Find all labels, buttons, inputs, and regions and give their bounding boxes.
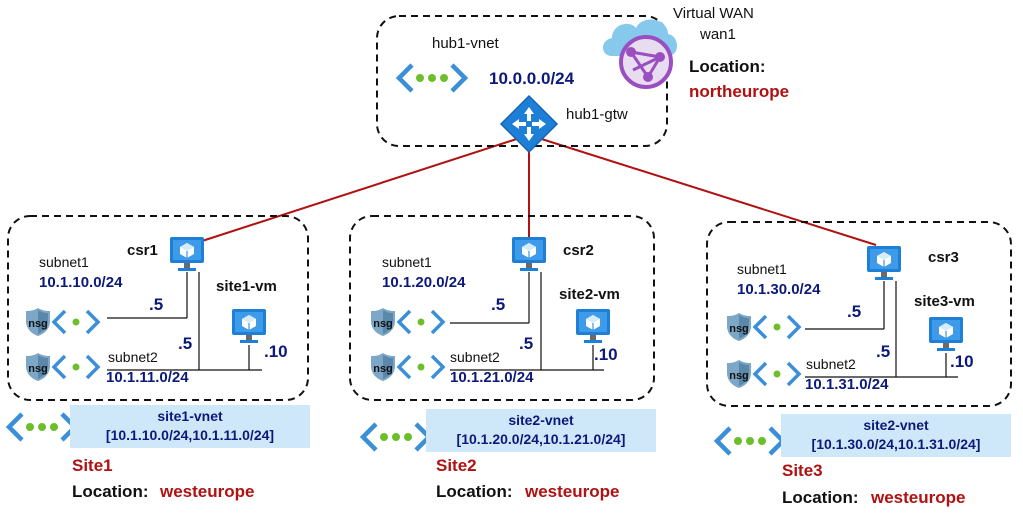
site2-vm-name: site2-vm (559, 286, 620, 303)
site3-router-ip1: .5 (847, 302, 862, 321)
site1-subnet1-cidr: 10.1.10.0/24 (39, 274, 123, 291)
site2-subnet2-cidr: 10.1.21.0/24 (450, 369, 534, 386)
csr1-label: csr1 (127, 242, 158, 259)
site3-label: Site3 (782, 461, 823, 480)
site1-vnet-name: site1-vnet (157, 408, 223, 424)
site3-nsg1-badge: nsg (727, 313, 751, 341)
vwan-name: wan1 (700, 26, 736, 43)
site2-vnet-box: site2-vnet [10.1.20.0/24,10.1.21.0/24] (426, 409, 656, 452)
site1-location-label: Location: (72, 482, 149, 501)
site2-vnet-name: site2-vnet (508, 412, 574, 428)
site1-subnet2-cidr: 10.1.11.0/24 (106, 369, 189, 386)
site3-subnet2-label: subnet2 (806, 356, 856, 372)
site2-nsg1-badge: nsg (371, 308, 395, 336)
hub-location-value: northeurope (689, 82, 790, 101)
site3-subnet2-icon (753, 361, 801, 387)
site2-subnet1-label: subnet1 (382, 254, 432, 270)
site1-subnet2-icon (52, 354, 100, 380)
site2-location-label: Location: (436, 482, 513, 501)
site1-vnet-icon (9, 414, 75, 440)
site3-subnet1-icon (753, 314, 801, 340)
hub-vnet-boundary (376, 15, 668, 147)
csr3-icon (866, 245, 902, 281)
site1-vnet-ranges: [10.1.10.0/24,10.1.11.0/24] (105, 427, 275, 443)
site3-boundary (706, 221, 1012, 407)
site2-router-ip1: .5 (491, 295, 506, 314)
site1-location-value: westeurope (160, 482, 255, 501)
site3-router-ip2: .5 (876, 342, 891, 361)
site1-nsg2-text: nsg (28, 363, 48, 375)
site2-nsg2-text: nsg (373, 363, 393, 375)
site1-router-ip1: .5 (149, 295, 164, 314)
hub-gateway-name: hub1-gtw (566, 106, 628, 123)
site2-vnet-icon (363, 424, 429, 450)
csr2-icon (511, 236, 547, 272)
site3-subnet2-cidr: 10.1.31.0/24 (805, 376, 889, 393)
site1-boundary (7, 215, 309, 401)
site2-vnet-ranges: [10.1.20.0/24,10.1.21.0/24] (456, 431, 626, 447)
link-hub-csr1 (198, 134, 530, 243)
site1-subnet1-icon (52, 309, 100, 335)
site3-vnet-name: site2-vnet (863, 417, 929, 433)
csr3-label: csr3 (928, 249, 959, 266)
csr2-label: csr2 (563, 242, 594, 259)
site2-subnet1-cidr: 10.1.20.0/24 (382, 274, 466, 291)
site2-subnet1-icon (397, 309, 445, 335)
csr1-icon (169, 236, 205, 272)
site3-vnet-box: site2-vnet [10.1.30.0/24,10.1.31.0/24] (781, 414, 1011, 457)
hub-vnet-icon (399, 65, 465, 91)
site1-vm-icon (231, 308, 267, 344)
site3-nsg1-text: nsg (729, 323, 749, 335)
hub-vnet-name: hub1-vnet (432, 35, 499, 52)
site2-location-value: westeurope (525, 482, 620, 501)
site3-vnet-ranges: [10.1.30.0/24,10.1.31.0/24] (811, 436, 981, 452)
site1-vm-ip: .10 (264, 342, 288, 361)
site1-vm-name: site1-vm (216, 278, 277, 295)
site3-subnet1-label: subnet1 (737, 261, 787, 277)
hub-vnet-cidr: 10.0.0.0/24 (489, 69, 575, 88)
site1-nsg1-text: nsg (28, 318, 48, 330)
site3-nsg2-text: nsg (729, 370, 749, 382)
site2-subnet2-label: subnet2 (450, 349, 500, 365)
site3-location-label: Location: (782, 488, 859, 507)
site3-subnet1-cidr: 10.1.30.0/24 (737, 281, 821, 298)
site2-vm-ip: .10 (594, 345, 618, 364)
site1-nsg1-badge: nsg (26, 308, 50, 336)
link-hub-csr3 (528, 134, 877, 246)
site1-label: Site1 (72, 456, 113, 475)
site3-location-value: westeurope (871, 488, 966, 507)
site3-nsg2-badge: nsg (727, 360, 751, 388)
site2-subnet2-icon (397, 354, 445, 380)
site1-nsg2-badge: nsg (26, 353, 50, 381)
site2-nsg2-badge: nsg (371, 353, 395, 381)
site2-vm-icon (575, 308, 611, 344)
site1-subnet2-label: subnet2 (108, 349, 158, 365)
virtual-wan-icon (603, 19, 677, 89)
site3-vm-ip: .10 (950, 352, 974, 371)
site3-vnet-icon (717, 428, 783, 454)
vwan-title: Virtual WAN (673, 5, 754, 22)
site2-boundary (349, 215, 655, 401)
site1-router-ip2: .5 (178, 334, 193, 353)
vpn-gateway-icon (499, 94, 559, 154)
site2-router-ip2: .5 (519, 334, 534, 353)
site3-vm-icon (928, 316, 964, 352)
site2-label: Site2 (436, 456, 477, 475)
site1-vnet-box: site1-vnet [10.1.10.0/24,10.1.11.0/24] (70, 405, 310, 448)
site2-nsg1-text: nsg (373, 318, 393, 330)
hub-location-label: Location: (689, 57, 766, 76)
site3-vm-name: site3-vm (914, 293, 975, 310)
site1-subnet1-label: subnet1 (39, 254, 89, 270)
